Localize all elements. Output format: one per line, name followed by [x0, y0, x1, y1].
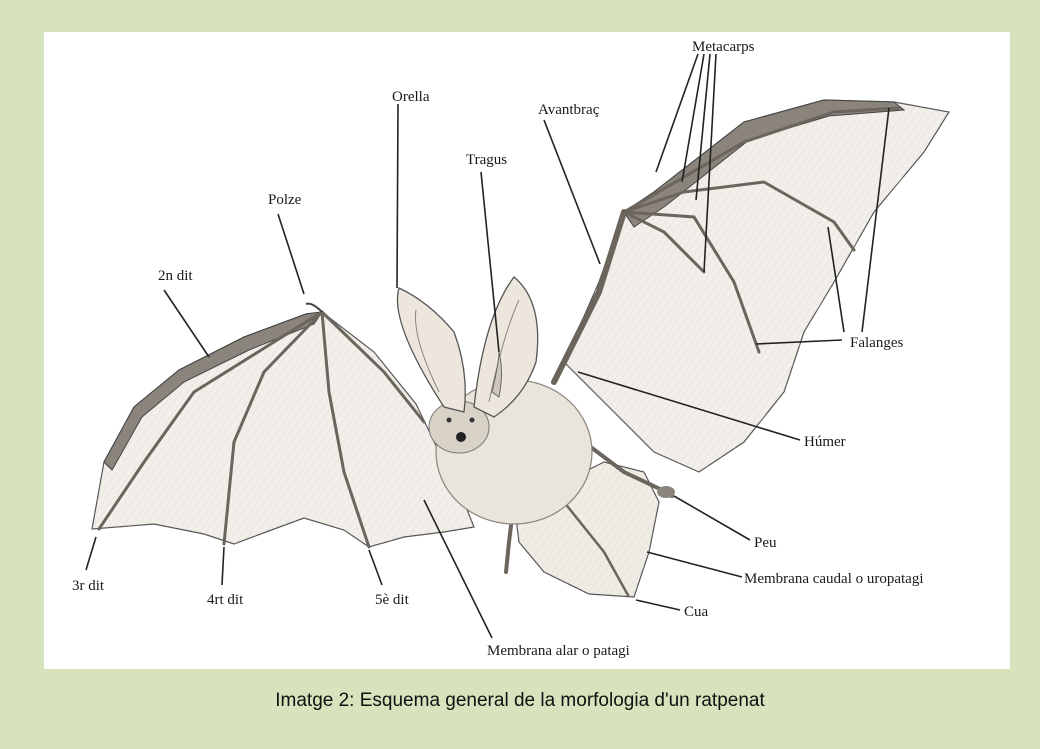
label-metacarps: Metacarps — [692, 39, 755, 55]
bat-diagram: Metacarps Orella Avantbraç Tragus Polze … — [44, 32, 1010, 669]
label-orella: Orella — [392, 89, 430, 105]
label-falanges: Falanges — [850, 335, 903, 351]
label-peu: Peu — [754, 535, 777, 551]
leader-cua — [636, 600, 680, 610]
label-dit5: 5è dit — [375, 592, 410, 608]
leader-dit3 — [86, 537, 96, 570]
right-foot — [657, 486, 675, 498]
label-dit3: 3r dit — [72, 578, 105, 594]
leader-avantbrac — [544, 120, 600, 264]
illustration-panel: Metacarps Orella Avantbraç Tragus Polze … — [44, 32, 1010, 669]
leader-membrana-caudal — [647, 552, 742, 577]
leader-orella — [397, 104, 398, 288]
label-tragus: Tragus — [466, 152, 507, 168]
bat-eye — [456, 432, 466, 442]
label-polze: Polze — [268, 192, 302, 208]
leader-dit4 — [222, 547, 224, 585]
leader-peu — [674, 496, 750, 540]
label-dit4: 4rt dit — [207, 592, 244, 608]
label-dit2: 2n dit — [158, 268, 193, 284]
thumb-claw — [306, 304, 322, 312]
leader-dit2 — [164, 290, 209, 357]
leader-dit5 — [369, 550, 382, 585]
label-humer: Húmer — [804, 434, 846, 450]
leader-polze — [278, 214, 304, 294]
label-cua: Cua — [684, 604, 709, 620]
label-avantbrac: Avantbraç — [538, 102, 600, 118]
label-membrana-alar: Membrana alar o patagi — [487, 643, 630, 659]
label-membrana-caudal: Membrana caudal o uropatagi — [744, 571, 924, 587]
leader-metacarps-1 — [656, 54, 698, 172]
figure-caption: Imatge 2: Esquema general de la morfolog… — [0, 690, 1040, 712]
